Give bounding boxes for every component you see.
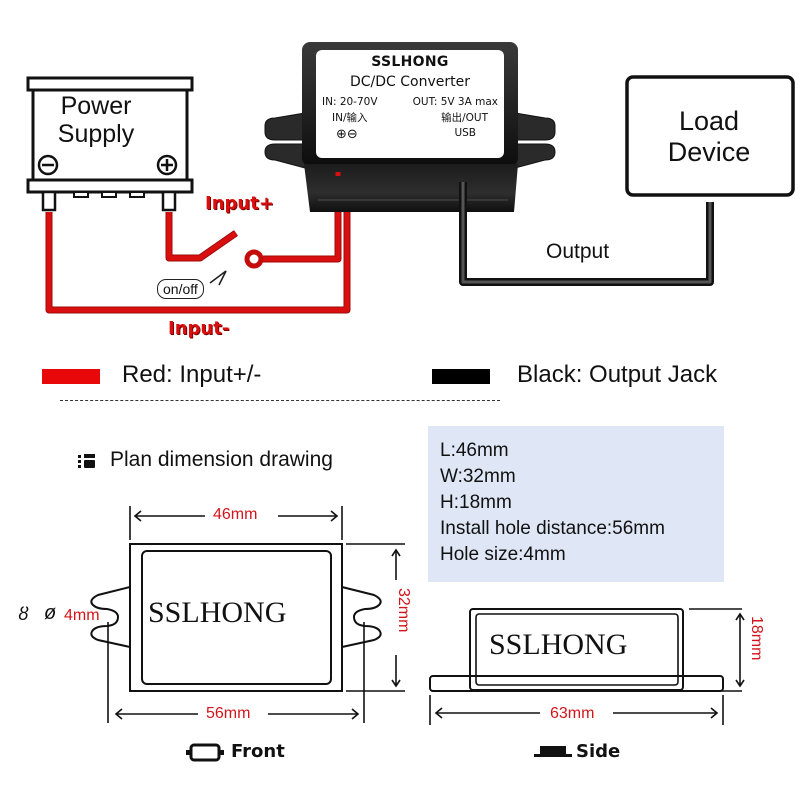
spec-hole-size: Hole size:4mm	[440, 544, 566, 565]
front-view-icon	[186, 743, 224, 762]
legend-black-label: Black: Output Jack	[517, 361, 718, 388]
side-view-icon	[534, 746, 572, 757]
vent-2	[101, 191, 117, 198]
mount-ear-left-bottom	[264, 143, 306, 169]
front-view-drawing	[90, 506, 405, 723]
power-supply	[26, 76, 194, 212]
side-height-label: 18mm	[748, 616, 765, 661]
switch-contact-icon[interactable]	[244, 249, 264, 269]
side-view-drawing	[429, 608, 745, 725]
front-length-label: 46mm	[213, 506, 258, 523]
converter-output-connector: USB	[454, 127, 476, 139]
input-plus-wire	[165, 212, 238, 262]
converter-brand: SSLHONG	[371, 54, 449, 70]
output-wire	[459, 182, 714, 286]
vent-1	[73, 191, 89, 198]
side-brand-label: SSLHONG	[489, 628, 628, 661]
spec-hole-distance: Install hole distance:56mm	[440, 518, 665, 539]
diameter-symbol: ø	[44, 602, 57, 624]
switch-bubble-tail	[209, 270, 227, 286]
legend-red-label: Red: Input+/-	[122, 361, 262, 388]
mount-ear-left-top	[264, 112, 306, 141]
positive-terminal	[161, 190, 177, 212]
converter-input-polarity: ⊕⊖	[336, 127, 358, 142]
input-minus-wire-highlight	[46, 172, 350, 313]
power-supply-label-line1: Power	[60, 92, 132, 120]
load-device-label-line1: Load	[678, 106, 740, 136]
legend-black-swatch	[432, 369, 490, 384]
mount-ear-right-bottom	[514, 143, 556, 169]
spec-box: L:46mm W:32mm H:18mm Install hole distan…	[428, 426, 724, 582]
output-wire-label: Output	[546, 240, 610, 263]
plus-symbol-icon	[156, 154, 178, 176]
legend-red-swatch	[42, 369, 100, 384]
input-wires	[45, 172, 351, 314]
plan-dimension-title: Plan dimension drawing	[110, 448, 333, 471]
converter-label-plate: SSLHONG DC/DC Converter IN: 20-70V OUT: …	[316, 50, 504, 158]
vent-3	[129, 191, 145, 198]
spec-width: W:32mm	[440, 466, 516, 487]
converter-output-spec: OUT: 5V 3A max	[412, 96, 498, 108]
power-supply-label-line2: Supply	[57, 120, 135, 148]
input-minus-label: Input-	[168, 318, 230, 339]
plan-list-icon	[78, 454, 95, 468]
converter-output-label: 输出/OUT	[441, 112, 488, 124]
converter-port-labels: IN/输入 输出/OUT	[316, 110, 504, 125]
side-length-label: 63mm	[550, 705, 595, 722]
converter-port-symbols: ⊕⊖ USB	[316, 127, 504, 142]
power-supply-bottom-cap	[26, 178, 194, 194]
side-view-caption: Side	[576, 741, 621, 762]
load-device-box	[625, 75, 795, 197]
section-divider	[60, 400, 500, 401]
converter-spec-row: IN: 20-70V OUT: 5V 3A max	[316, 96, 504, 108]
input-plus-label: Input+	[205, 193, 274, 214]
converter-input-label: IN/输入	[332, 112, 368, 124]
load-device-label: Load Device	[626, 106, 792, 168]
spec-length: L:46mm	[440, 440, 509, 461]
front-width-label: 32mm	[395, 588, 412, 633]
hole-size-label: 4mm	[64, 607, 100, 624]
converter-input-spec: IN: 20-70V	[322, 96, 378, 108]
mount-ear-right-top	[514, 112, 556, 141]
negative-terminal	[41, 190, 57, 212]
input-plus-wire-highlight	[166, 212, 238, 261]
front-brand-label: SSLHONG	[148, 596, 287, 629]
power-supply-label: Power Supply	[16, 92, 176, 148]
spec-height: H:18mm	[440, 492, 512, 513]
converter-type: DC/DC Converter	[349, 74, 470, 90]
minus-symbol-icon	[37, 154, 59, 176]
load-device-label-line2: Device	[667, 137, 751, 167]
converter-base	[304, 164, 518, 212]
switch-label: on/off	[157, 279, 204, 299]
hole-axis-icon: ȣ	[18, 604, 29, 624]
front-hole-distance-label: 56mm	[206, 705, 251, 722]
front-view-caption: Front	[231, 741, 285, 762]
power-supply-top-cap	[26, 76, 194, 92]
